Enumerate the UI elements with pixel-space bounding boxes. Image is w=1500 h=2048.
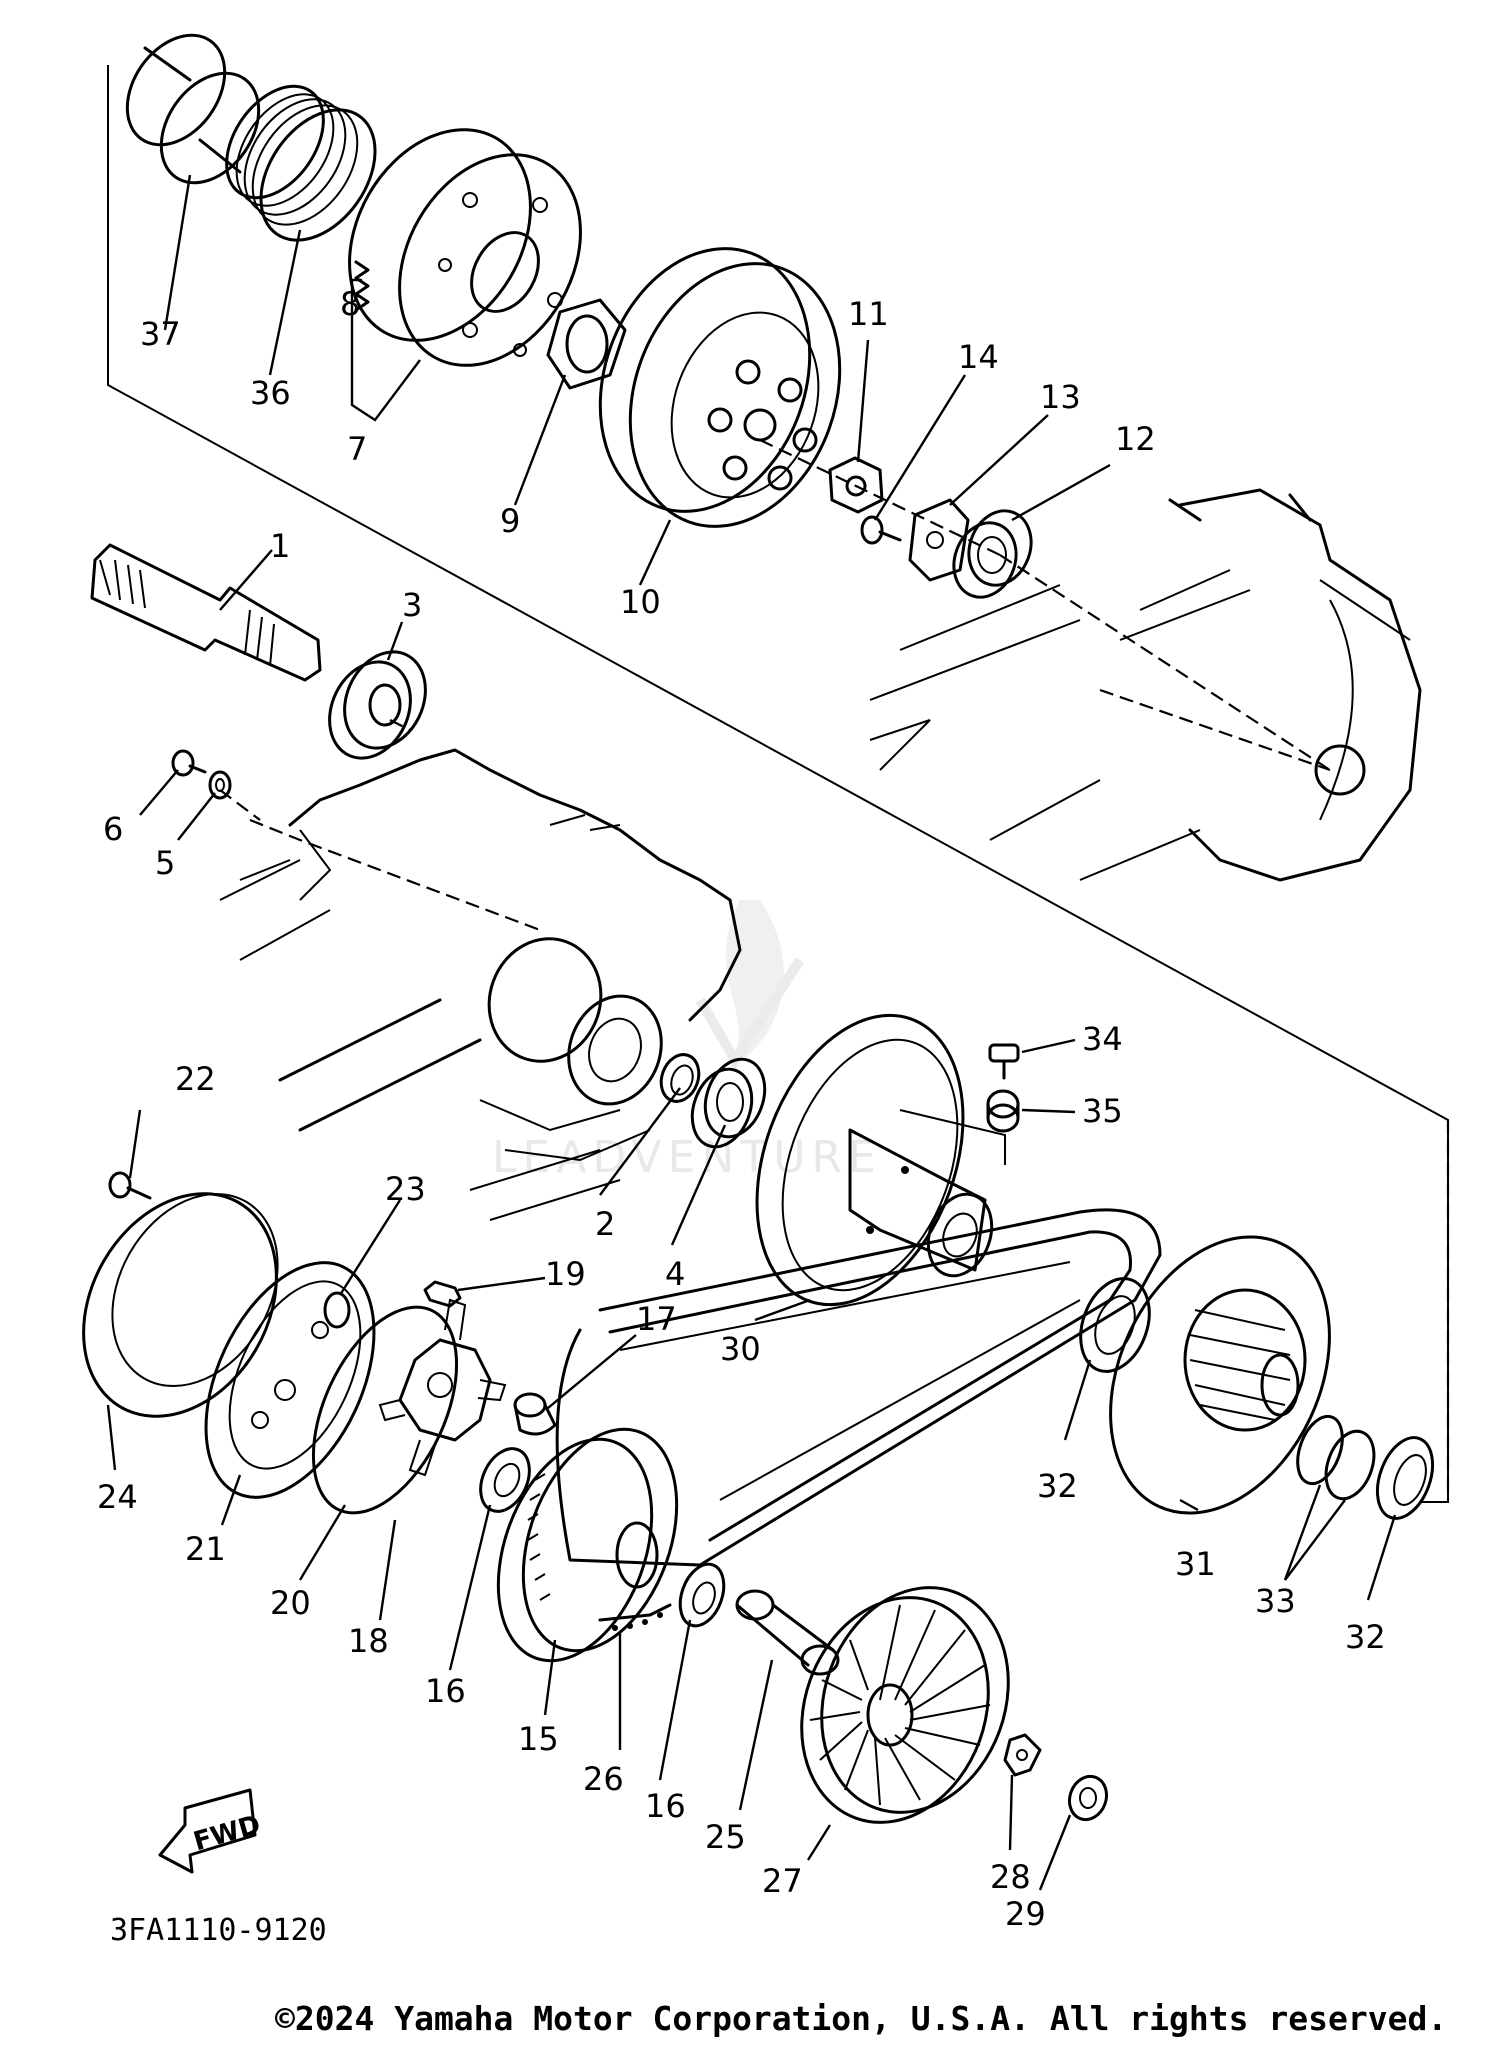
part-31-sliding-sheave [1109, 1235, 1331, 1515]
label-part-2: 2 [595, 1205, 615, 1243]
forward-arrow-label: FWD [190, 1810, 264, 1858]
part-10-clutch-drum [598, 247, 842, 528]
label-part-10: 10 [620, 583, 661, 621]
part-15-primary-sheave [496, 1427, 679, 1663]
label-part-33: 33 [1255, 1582, 1296, 1620]
label-part-22: 22 [175, 1060, 216, 1098]
label-part-6: 6 [103, 810, 123, 848]
label-part-28: 28 [990, 1858, 1031, 1896]
part-3-bearing [328, 650, 427, 760]
part-36-spring [225, 84, 377, 242]
label-part-15: 15 [518, 1720, 559, 1758]
label-part-4: 4 [665, 1255, 685, 1293]
part-23-ring [323, 1291, 351, 1329]
diagram-code: 3FA1110-9120 [110, 1913, 327, 1948]
label-part-14: 14 [958, 338, 999, 376]
part-20-plate [311, 1305, 459, 1515]
part-16-seal-upper [479, 1447, 531, 1513]
part-16-seal-lower [678, 1562, 726, 1628]
part-37-clutch-cup [125, 33, 261, 185]
label-part-32a: 32 [1037, 1467, 1078, 1505]
part-33-rings [1296, 1414, 1376, 1501]
part-35-collar [986, 1089, 1020, 1133]
part-26-ring [598, 1603, 672, 1631]
label-part-11: 11 [848, 295, 889, 333]
part-28-nut-plate [1003, 1733, 1042, 1777]
label-part-18: 18 [348, 1622, 389, 1660]
part-24-cover [82, 1192, 279, 1418]
part-12-bearing [952, 509, 1033, 599]
label-part-26: 26 [583, 1760, 624, 1798]
label-part-20: 20 [270, 1584, 311, 1622]
forward-arrow-icon: FWD [158, 1788, 264, 1874]
copyright-notice: ©2024 Yamaha Motor Corporation, U.S.A. A… [275, 1999, 1447, 2038]
watermark: LEADVENTURE [492, 900, 882, 1183]
part-8-small-spring [354, 260, 370, 312]
part-2-circlip [659, 1053, 701, 1103]
assembly-frame [107, 65, 1450, 1503]
label-part-7: 7 [347, 430, 367, 468]
part-17-roller [513, 1392, 557, 1436]
label-part-25: 25 [705, 1818, 746, 1856]
part-7-clutch-assembly [348, 128, 582, 367]
label-part-34: 34 [1082, 1020, 1123, 1058]
crankcase-cover [759, 439, 1422, 882]
part-32-seal-right [1375, 1436, 1435, 1520]
label-part-1: 1 [270, 527, 290, 565]
label-part-9: 9 [500, 502, 520, 540]
label-part-3: 3 [402, 586, 422, 624]
part-13-plate [908, 498, 970, 582]
part-11-nut [828, 456, 884, 514]
label-part-36: 36 [250, 374, 291, 412]
label-part-13: 13 [1040, 378, 1081, 416]
label-part-12: 12 [1115, 420, 1156, 458]
label-part-16a: 16 [425, 1672, 466, 1710]
part-29-nut [1067, 1774, 1109, 1822]
label-part-37: 37 [140, 315, 181, 353]
part-18-cam [378, 1298, 507, 1477]
part-27-fan-pulley [800, 1586, 1010, 1824]
label-part-21: 21 [185, 1530, 226, 1568]
part-6-bolt [171, 749, 207, 777]
part-22-bolt [108, 1171, 152, 1200]
label-part-19: 19 [545, 1255, 586, 1293]
label-part-5: 5 [155, 844, 175, 882]
part-34-pin [988, 1043, 1020, 1080]
part-32-seal-left [1079, 1277, 1151, 1373]
label-part-30: 30 [720, 1330, 761, 1368]
label-part-29: 29 [1005, 1895, 1046, 1933]
pin-guide-line [899, 1109, 1006, 1165]
label-part-23: 23 [385, 1170, 426, 1208]
watermark-text: LEADVENTURE [492, 1132, 882, 1183]
label-part-27: 27 [762, 1862, 803, 1900]
part-21-plate [204, 1261, 376, 1499]
part-1-shaft [90, 543, 322, 682]
part-14-bolt [860, 515, 902, 545]
part-9-nut [546, 298, 627, 390]
label-part-32b: 32 [1345, 1618, 1386, 1656]
crankcase [219, 719, 742, 1221]
label-part-24: 24 [97, 1478, 138, 1516]
label-part-8: 8 [340, 285, 360, 323]
part-25-collar [735, 1589, 840, 1676]
part-19-slider [423, 1280, 462, 1308]
label-part-17: 17 [636, 1300, 677, 1338]
label-part-16b: 16 [645, 1787, 686, 1825]
leader-lines [106, 174, 1397, 1891]
part-labels: 1 2 3 4 5 6 7 8 9 10 11 12 13 14 15 16 1… [97, 285, 1386, 1933]
label-part-31: 31 [1175, 1545, 1216, 1583]
v-belt [555, 1208, 1162, 1567]
label-part-35: 35 [1082, 1092, 1123, 1130]
